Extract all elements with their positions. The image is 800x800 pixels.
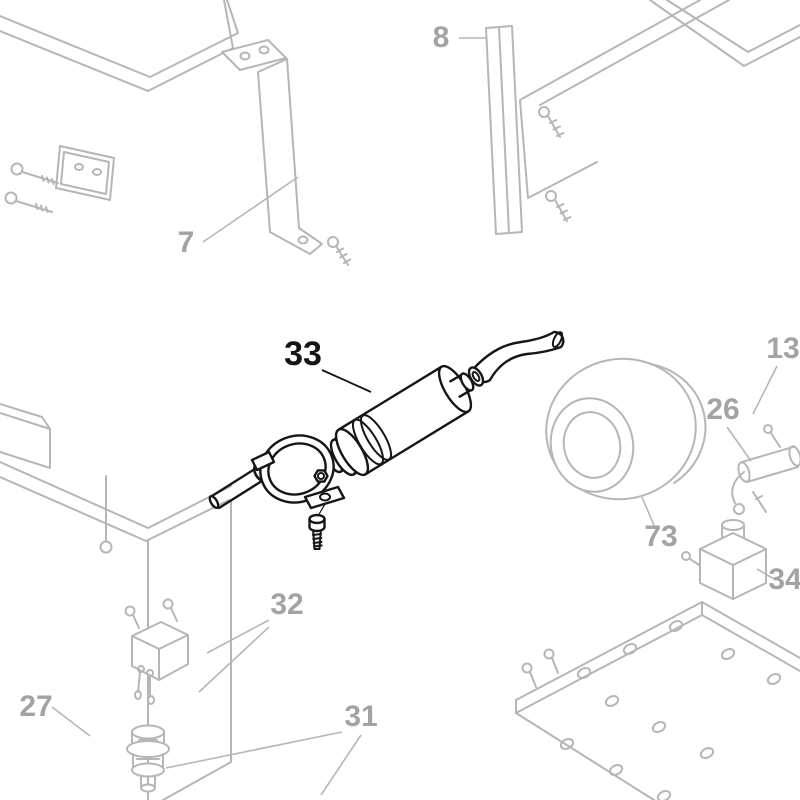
pump-assembly-part-33 — [208, 330, 565, 550]
mount-plate-with-bolts — [4, 145, 115, 213]
clamp-nut — [313, 469, 329, 483]
part-label-34: 34 — [768, 563, 800, 596]
pump-body — [337, 365, 443, 431]
part-label-73: 73 — [644, 520, 677, 553]
valve-part-26 — [731, 424, 800, 515]
leader-line-32a — [206, 619, 270, 654]
part-label-33: 33 — [284, 335, 322, 373]
bracket-part-7 — [221, 39, 351, 266]
part-label-7: 7 — [178, 226, 195, 259]
part-label-31: 31 — [344, 700, 377, 733]
leader-line-31b — [320, 734, 362, 796]
clamp-rod — [210, 465, 260, 498]
part-label-27: 27 — [19, 690, 52, 723]
clamp-bolt — [308, 513, 326, 525]
leader-line-32b — [198, 626, 270, 693]
top-right-corner-panel — [649, 0, 800, 67]
part-labels: 7 8 13 26 27 31 32 33 34 73 — [19, 21, 800, 733]
leader-line-73 — [641, 496, 657, 531]
leader-line-31a — [165, 731, 343, 769]
solenoid-part-34 — [681, 519, 767, 600]
part-label-13: 13 — [766, 332, 799, 365]
outlet-hose — [472, 330, 565, 384]
roller-part-73 — [545, 357, 707, 501]
rubber-mount-part-31 — [126, 724, 170, 793]
base-plate — [515, 601, 800, 800]
part-label-26: 26 — [706, 393, 739, 426]
channel-part-8 — [485, 0, 730, 235]
leader-line-7 — [202, 176, 299, 243]
leader-line-13 — [752, 365, 778, 415]
part-label-32: 32 — [270, 588, 303, 621]
top-left-panel — [0, 0, 239, 92]
leader-lines-gray — [51, 37, 778, 796]
part-label-8: 8 — [433, 21, 450, 54]
machine-body — [0, 403, 232, 800]
leader-line-34 — [756, 568, 777, 581]
leader-line-27 — [51, 706, 91, 737]
leader-line-33 — [321, 369, 372, 393]
leader-line-26 — [726, 426, 752, 462]
switch-assembly-part-32 — [124, 598, 189, 705]
